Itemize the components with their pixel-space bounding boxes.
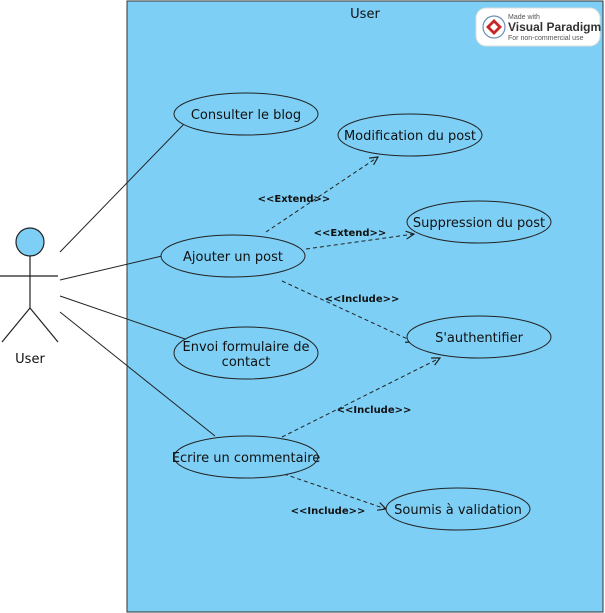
use-case-ajouter-un-post[interactable]: Ajouter un post bbox=[160, 234, 306, 278]
watermark-line-3: For non-commercial use bbox=[508, 35, 584, 42]
actor-label: User bbox=[15, 352, 45, 367]
association-consulter bbox=[59, 123, 185, 253]
use-case-envoi-formulaire-de-contact[interactable]: Envoi formulaire de contact bbox=[173, 326, 319, 380]
use-case-modification-label: Modification du post bbox=[344, 129, 476, 144]
include-ecrire-soumis-line bbox=[283, 473, 386, 509]
use-case-ecrire-un-commentaire[interactable]: Ecrire un commentaire bbox=[172, 435, 321, 479]
include-ajouter-auth-label: <<Include>> bbox=[325, 294, 400, 305]
use-case-authentifier-label: S'authentifier bbox=[435, 331, 524, 346]
actor-head bbox=[15, 227, 45, 257]
include-ecrire-auth-label: <<Include>> bbox=[337, 405, 412, 416]
use-case-modification-du-post[interactable]: Modification du post bbox=[337, 113, 483, 157]
use-case-suppression-du-post[interactable]: Suppression du post bbox=[406, 200, 552, 244]
use-case-ecrire-label: Ecrire un commentaire bbox=[172, 451, 321, 466]
use-case-s-authentifier[interactable]: S'authentifier bbox=[406, 315, 552, 359]
use-case-envoi-label-line-1: Envoi formulaire de bbox=[182, 340, 309, 355]
system-boundary bbox=[126, 0, 604, 613]
extend-suppression-label: <<Extend>> bbox=[314, 228, 387, 239]
visual-paradigm-logo-icon bbox=[482, 15, 506, 39]
include-ecrire-auth-line bbox=[281, 358, 440, 438]
association-ecrire bbox=[59, 311, 216, 437]
use-case-envoi-label-line-2: contact bbox=[222, 355, 271, 370]
use-case-soumis-label: Soumis à validation bbox=[394, 503, 522, 518]
visual-paradigm-watermark: Made with Visual Paradigm For non-commer… bbox=[475, 7, 601, 47]
system-title: User bbox=[350, 7, 380, 22]
watermark-line-2: Visual Paradigm bbox=[508, 20, 601, 34]
actor-user[interactable]: User bbox=[0, 227, 59, 367]
extend-modification-label: <<Extend>> bbox=[258, 194, 331, 205]
use-case-soumis-a-validation[interactable]: Soumis à validation bbox=[385, 487, 531, 531]
actor-left-leg bbox=[1, 307, 31, 343]
include-ecrire-soumis-label: <<Include>> bbox=[291, 506, 366, 517]
use-case-consulter-label: Consulter le blog bbox=[191, 108, 301, 123]
use-case-ajouter-label: Ajouter un post bbox=[183, 250, 283, 265]
association-envoi bbox=[59, 295, 189, 341]
use-case-suppression-label: Suppression du post bbox=[413, 216, 545, 231]
watermark-line-1: Made with bbox=[508, 14, 540, 21]
include-ajouter-auth-line bbox=[281, 280, 414, 342]
association-ajouter bbox=[59, 255, 163, 281]
actor-right-leg bbox=[29, 307, 59, 343]
use-case-consulter-le-blog[interactable]: Consulter le blog bbox=[173, 92, 319, 136]
watermark-badge bbox=[475, 7, 601, 47]
extend-modification-line bbox=[265, 157, 378, 233]
